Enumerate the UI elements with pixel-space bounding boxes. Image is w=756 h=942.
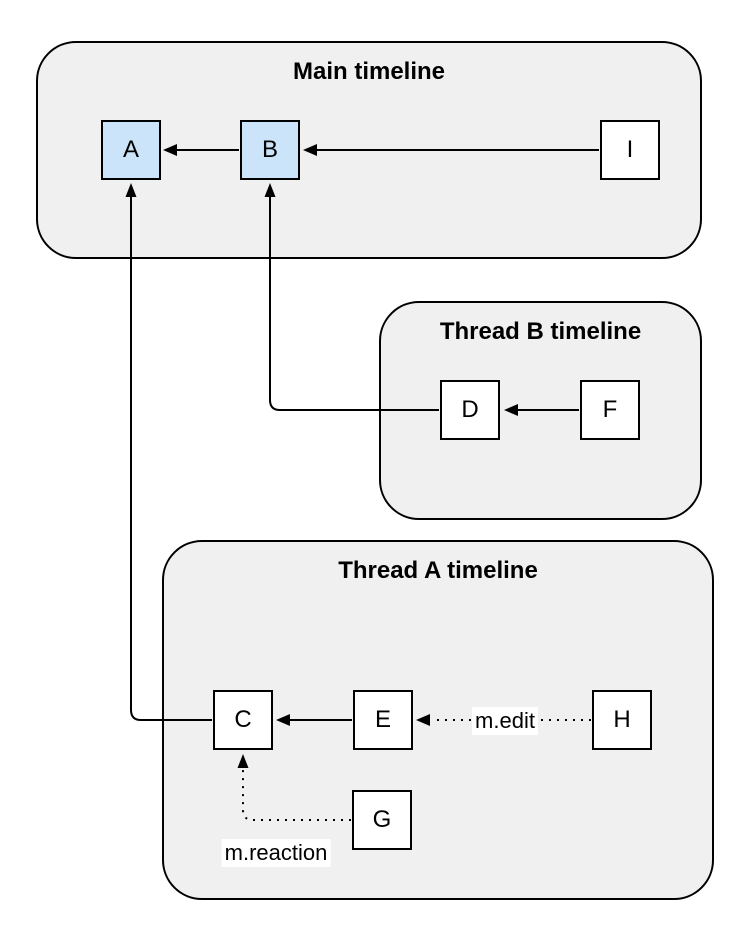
node-D: D (440, 380, 500, 440)
group-thread-b-timeline-title: Thread B timeline (439, 318, 642, 345)
node-A: A (101, 120, 161, 180)
node-E: E (353, 690, 413, 750)
node-C: C (213, 690, 273, 750)
edge-label-m-edit: m.edit (472, 707, 538, 735)
group-thread-b-timeline: Thread B timeline (379, 301, 702, 520)
node-B: B (240, 120, 300, 180)
node-I: I (600, 120, 660, 180)
group-thread-a-timeline-title: Thread A timeline (338, 557, 538, 584)
node-H: H (592, 690, 652, 750)
edge-label-m-reaction: m.reaction (221, 839, 331, 867)
node-F: F (580, 380, 640, 440)
node-G: G (352, 790, 412, 850)
group-main-timeline-title: Main timeline (292, 58, 446, 85)
